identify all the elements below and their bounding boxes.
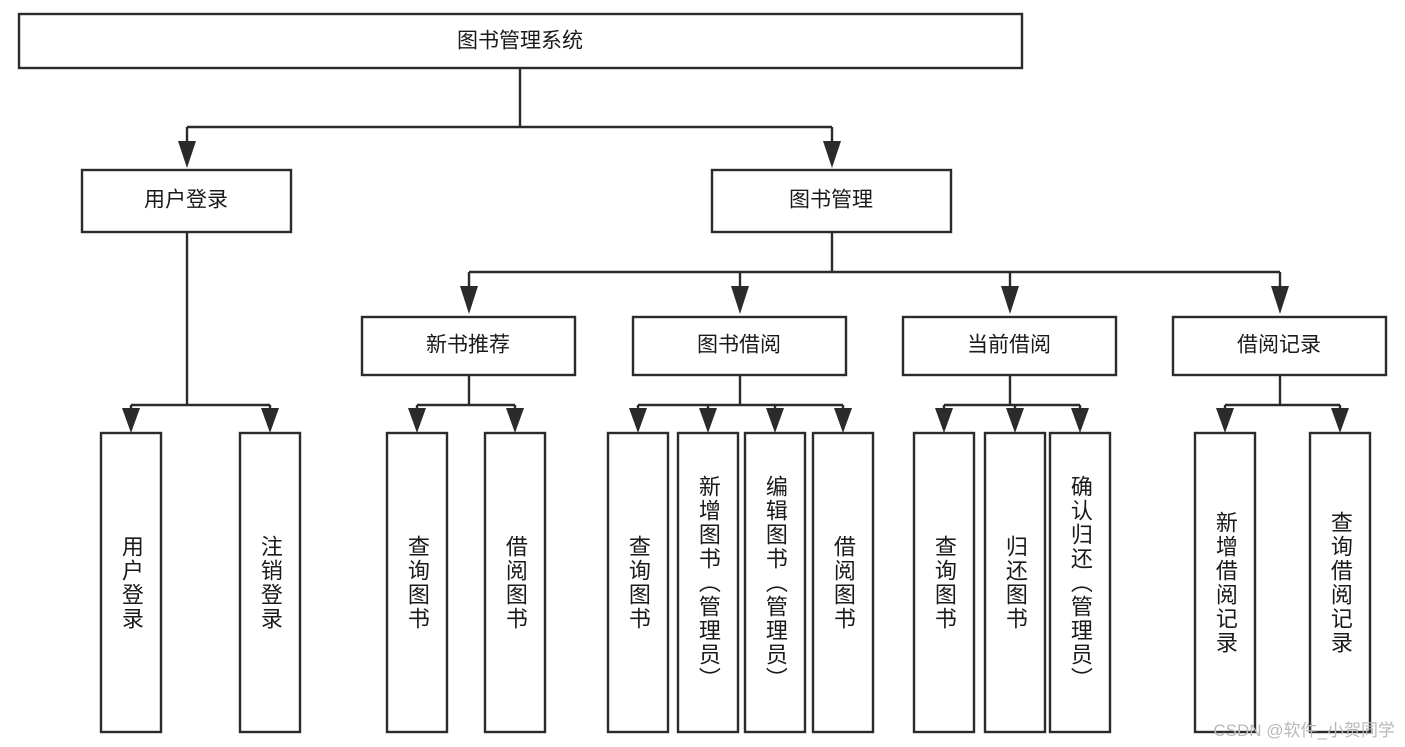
leaf-box-add-borrow-record[interactable] [1193,431,1257,734]
leaf-label-query-book-2: 查询图书 [625,534,651,631]
node-new-book-recommend-label: 新书推荐 [426,334,510,357]
connector-group-userlogin [122,232,279,433]
node-user-login-label: 用户登录 [144,189,228,212]
arrow-root-to-userlogin [178,141,196,168]
connector-group-records [1216,375,1349,433]
leaf-box-borrow-book-1[interactable] [483,431,547,734]
leaf-box-query-book-3[interactable] [912,431,976,734]
node-root[interactable]: 图书管理系统 [17,12,1024,70]
arrow-userlogin-leaf2 [261,408,279,433]
node-book-management-box[interactable] [710,168,953,234]
node-root-box[interactable] [17,12,1024,70]
arrow-current-leaf1 [935,408,953,433]
leaf-box-query-book-1[interactable] [385,431,449,734]
leaf-label-query-book-1: 查询图书 [404,534,430,631]
leaf-box-logout[interactable] [238,431,302,734]
node-new-book-recommend-box[interactable] [360,315,577,377]
node-book-borrow[interactable]: 图书借阅 [631,315,848,377]
leaf-box-confirm-return-admin[interactable] [1048,431,1112,734]
leaf-boxes [99,431,1372,734]
connector-group-current [935,375,1089,433]
connector-group-root [178,68,841,168]
arrow-records-leaf1 [1216,408,1234,433]
node-book-management-label: 图书管理 [789,189,873,212]
arrow-bookmgmt-to-borrow [731,286,749,314]
node-current-borrow-box[interactable] [901,315,1118,377]
arrow-userlogin-leaf1 [122,408,140,433]
leaf-label-edit-book-admin: 编辑图书（管理员） [762,474,788,691]
leaf-label-query-book-3: 查询图书 [931,534,957,631]
arrow-root-to-bookmgmt [823,141,841,168]
leaf-label-logout: 注销登录 [257,534,283,631]
node-root-label: 图书管理系统 [457,30,583,53]
arrow-newbook-leaf1 [408,408,426,433]
node-current-borrow-label: 当前借阅 [967,334,1051,357]
arrow-bookmgmt-to-records [1271,286,1289,314]
arrow-bookmgmt-to-current [1001,286,1019,314]
arrow-bookmgmt-to-newbook [460,286,478,314]
leaf-label-borrow-book-1: 借阅图书 [502,534,528,631]
leaf-box-add-book-admin[interactable] [676,431,740,734]
connector-group-newbook [408,375,524,433]
leaf-box-query-book-2[interactable] [606,431,670,734]
leaf-box-edit-book-admin[interactable] [743,431,807,734]
arrow-current-leaf2 [1006,408,1024,433]
leaf-label-confirm-return-admin: 确认归还（管理员） [1067,474,1093,691]
arrow-records-leaf2 [1331,408,1349,433]
node-current-borrow[interactable]: 当前借阅 [901,315,1118,377]
arrow-borrow-leaf4 [834,408,852,433]
node-borrow-records[interactable]: 借阅记录 [1171,315,1388,377]
connector-group-bookmgmt [460,232,1289,314]
node-user-login[interactable]: 用户登录 [80,168,293,234]
arrow-borrow-leaf1 [629,408,647,433]
leaf-label-query-borrow-record: 查询借阅记录 [1327,510,1353,655]
node-new-book-recommend[interactable]: 新书推荐 [360,315,577,377]
node-borrow-records-label: 借阅记录 [1237,334,1321,357]
connector-group-borrow [629,375,852,433]
node-borrow-records-box[interactable] [1171,315,1388,377]
leaf-label-add-borrow-record: 新增借阅记录 [1212,510,1238,655]
node-user-login-box[interactable] [80,168,293,234]
arrow-newbook-leaf2 [506,408,524,433]
leaf-box-return-book[interactable] [983,431,1047,734]
node-book-borrow-box[interactable] [631,315,848,377]
arrow-borrow-leaf2 [699,408,717,433]
node-book-borrow-label: 图书借阅 [697,334,781,357]
arrow-borrow-leaf3 [766,408,784,433]
leaf-label-return-book: 归还图书 [1002,534,1028,631]
leaf-box-borrow-book-2[interactable] [811,431,875,734]
leaf-box-query-borrow-record[interactable] [1308,431,1372,734]
leaf-label-borrow-book-2: 借阅图书 [830,534,856,631]
leaf-box-user-login[interactable] [99,431,163,734]
arrow-current-leaf3 [1071,408,1089,433]
watermark-text: CSDN @软件_小贺同学 [1213,721,1395,740]
leaf-label-user-login: 用户登录 [118,534,144,631]
node-book-management[interactable]: 图书管理 [710,168,953,234]
leaf-label-add-book-admin: 新增图书（管理员） [695,474,721,691]
